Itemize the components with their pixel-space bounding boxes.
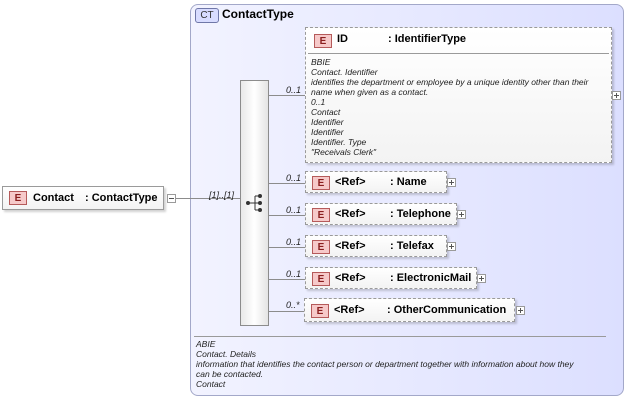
ref-name: : Name [390,176,427,188]
id-element-type: : IdentifierType [388,33,467,45]
complex-type-badge: CT [195,8,219,23]
ref-multiplicity: 0..1 [286,205,302,215]
expand-toggle[interactable] [477,274,486,283]
connector-line [269,311,305,312]
connector-line [269,95,305,96]
ref-name: : Telefax [390,240,434,252]
complex-type-annotation: ABIE Contact. Details information that i… [196,339,574,389]
ref-multiplicity: 0..1 [286,237,302,247]
id-annotation: BBIE Contact. Identifier identifies the … [311,57,589,157]
element-badge: E [312,208,330,222]
ref-label: <Ref> [335,208,366,220]
expand-toggle[interactable] [457,210,466,219]
connector-line [269,279,305,280]
root-element-name: Contact [33,192,74,204]
root-element-box[interactable]: E Contact : ContactType [2,186,164,210]
ref-element-telefax[interactable]: E <Ref> : Telefax [305,235,447,257]
element-badge: E [9,191,27,205]
ref-element-name[interactable]: E <Ref> : Name [305,171,447,193]
expand-toggle[interactable] [612,91,621,100]
connector-line [269,183,305,184]
element-badge: E [312,272,330,286]
expand-toggle[interactable] [516,306,525,315]
ref-label: <Ref> [335,240,366,252]
expand-toggle[interactable] [447,178,456,187]
ref-label: <Ref> [335,176,366,188]
element-badge: E [311,304,329,318]
connector-line [269,215,305,216]
ref-element-othercommunication[interactable]: E <Ref> : OtherCommunication [304,298,515,322]
divider [308,53,609,54]
divider [194,336,606,337]
ref-element-electronicmail[interactable]: E <Ref> : ElectronicMail [305,267,477,289]
id-element-name: ID [337,33,348,45]
element-badge: E [312,240,330,254]
sequence-multiplicity: [1]..[1] [209,190,235,200]
connector-line [176,198,240,199]
collapse-toggle[interactable] [167,194,176,203]
expand-toggle[interactable] [447,242,456,251]
connector-line [269,247,305,248]
ref-name: : OtherCommunication [387,304,507,316]
complex-type-name: ContactType [222,7,294,21]
id-element-box[interactable]: E ID : IdentifierType BBIE Contact. Iden… [305,27,612,163]
sequence-icon [246,194,262,212]
ref-label: <Ref> [335,272,366,284]
id-multiplicity: 0..1 [286,85,302,95]
element-badge: E [312,176,330,190]
element-badge: E [314,34,332,48]
ref-element-telephone[interactable]: E <Ref> : Telephone [305,203,457,225]
ref-multiplicity: 0..* [286,300,300,310]
root-element-type: : ContactType [85,192,158,204]
ref-name: : Telephone [390,208,451,220]
ref-multiplicity: 0..1 [286,269,302,279]
ref-label: <Ref> [334,304,365,316]
ref-multiplicity: 0..1 [286,173,302,183]
ref-name: : ElectronicMail [390,272,472,284]
